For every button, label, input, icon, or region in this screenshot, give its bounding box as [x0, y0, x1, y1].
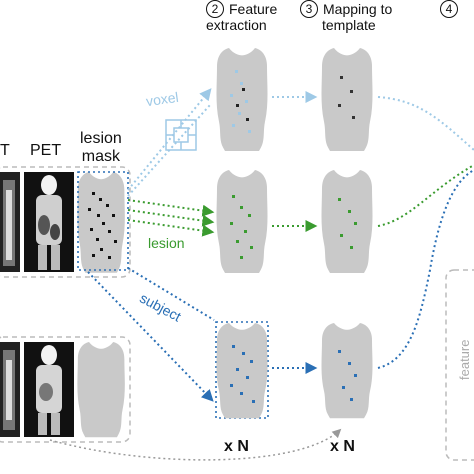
multiplier-template: x N [330, 438, 355, 455]
lesion-mask-bottom [77, 342, 125, 438]
multiplier-feature: x N [224, 438, 249, 455]
lesion-connectors [127, 164, 474, 237]
template-lesion-silhouette [321, 170, 373, 274]
lesion-mask-top [77, 172, 125, 273]
pet-scan-top [24, 172, 74, 272]
step-3-title-line2: template [322, 17, 376, 33]
voxel-grid-icon [165, 119, 197, 151]
step-2-title-line1: Feature [229, 1, 278, 17]
pet-scan-bottom [24, 342, 74, 437]
lesion-mask-highlight [77, 171, 129, 271]
feature-voxel-dark-dots [236, 88, 249, 121]
step-2-number: 2 [206, 0, 224, 18]
template-lesion-dots [338, 198, 357, 249]
subject-frame-bottom [0, 336, 131, 443]
feature-subject-dots [230, 345, 255, 403]
lesion-mask-column-label: lesion mask [80, 130, 122, 165]
lesion-path-label: lesion [148, 235, 185, 251]
feature-subject-highlight [215, 321, 269, 419]
lesion-mask-dots [88, 192, 117, 259]
voxel-connectors [127, 88, 474, 197]
ct-scan-partial-bottom [0, 342, 20, 437]
step-2-header: 2 Feature extraction [206, 0, 277, 33]
subject-connectors [87, 169, 474, 402]
pet-column-label: PET [30, 142, 62, 159]
feature-voxel-silhouette [216, 48, 268, 152]
template-voxel-silhouette [321, 48, 373, 152]
step-2-title-line2: extraction [206, 17, 267, 33]
feature-lesion-dots [230, 195, 253, 259]
step-3-title-line1: Mapping to [323, 1, 393, 17]
step-3-header: 3 Mapping to template [300, 0, 392, 33]
lesion-mask-label-line2: mask [81, 147, 121, 165]
step-3-number: 3 [300, 0, 318, 18]
feature-side-label: feature [457, 339, 472, 380]
step-4-number: 4 [440, 0, 458, 18]
feature-subject-silhouette [216, 323, 268, 419]
subject-frame-top [0, 166, 131, 278]
template-subject-dots [338, 350, 357, 401]
feature-panel-partial [445, 269, 474, 461]
feature-voxel-dots [230, 70, 251, 133]
template-voxel-dots [338, 76, 355, 119]
template-subject-silhouette [321, 323, 373, 419]
ct-scan-partial-top [0, 172, 20, 272]
step-4-header: 4 [440, 0, 463, 18]
lesion-mask-label-line1: lesion [80, 130, 122, 147]
ct-column-label: T [0, 142, 10, 159]
